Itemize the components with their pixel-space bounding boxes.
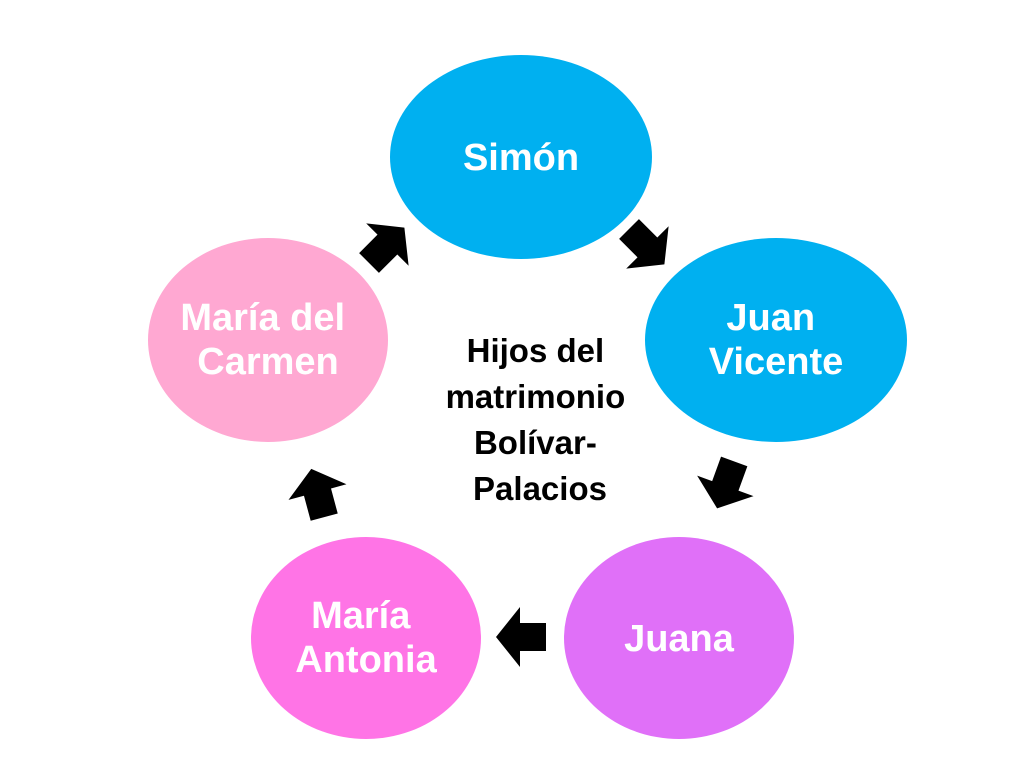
node-juan-vicente-label-line2: Vicente (709, 341, 843, 383)
center-title-line4: Palacios (473, 470, 607, 507)
arrow-juana-to-maria-antonia (496, 607, 546, 667)
node-simon-label: Simón (463, 137, 579, 179)
svg-text:María Antonia: María Antonia (295, 595, 437, 681)
node-maria-antonia: María Antonia (251, 537, 481, 739)
svg-text:María del Carmen: María del Carmen (180, 297, 355, 383)
arrow-simon-to-juan-vicente (619, 219, 669, 269)
center-title-line3: Bolívar- (474, 424, 597, 461)
center-title-line1: Hijos del (467, 332, 605, 369)
node-maria-del-carmen-label-line1: María del (180, 297, 345, 339)
svg-text:Juana: Juana (624, 618, 735, 660)
arrow-maria-antonia-to-maria-del-carmen (288, 468, 347, 521)
node-maria-antonia-label-line1: María (311, 595, 411, 637)
node-juana: Juana (564, 537, 794, 739)
arrow-juan-vicente-to-juana (697, 456, 754, 509)
arrow-maria-del-carmen-to-simon (359, 223, 409, 273)
center-title: Hijos del matrimonio Bolívar- Palacios (446, 332, 635, 507)
node-maria-antonia-label-line2: Antonia (295, 639, 437, 681)
svg-text:Simón: Simón (463, 137, 579, 179)
center-title-line2: matrimonio (446, 378, 626, 415)
node-maria-del-carmen: María del Carmen (148, 238, 388, 442)
node-juan-vicente: Juan Vicente (645, 238, 907, 442)
arrows (288, 219, 754, 667)
node-juana-label: Juana (624, 618, 735, 660)
node-juan-vicente-label-line1: Juan (726, 297, 815, 339)
node-simon: Simón (390, 55, 652, 259)
svg-text:Juan Vicente: Juan Vicente (709, 297, 843, 383)
node-maria-del-carmen-label-line2: Carmen (197, 341, 339, 383)
